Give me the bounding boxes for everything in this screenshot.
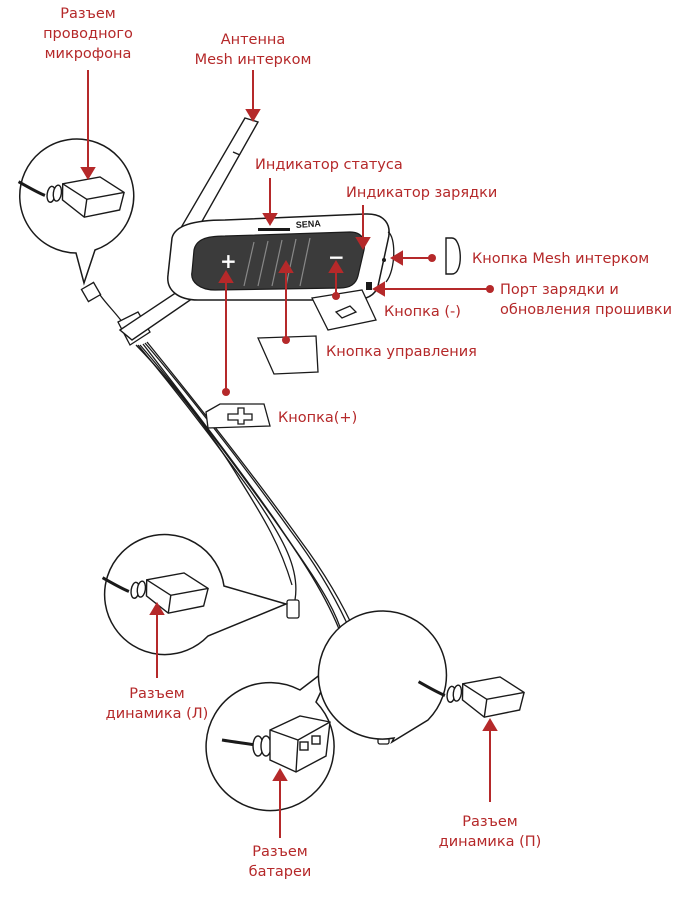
status-indicator-label: Индикатор статуса — [255, 155, 403, 175]
charging-port-label: Порт зарядки и обновления прошивки — [500, 280, 672, 320]
mesh-button-shape — [446, 238, 460, 274]
mic-cable-plug — [81, 282, 100, 301]
right-speaker-connector-label: Разъем динамика (П) — [410, 812, 570, 852]
battery-connector-label: Разъем батареи — [200, 842, 360, 882]
plus-button-label: Кнопка(+) — [278, 408, 357, 428]
plus-button-face — [206, 404, 270, 428]
right-speaker-connector-bubble — [318, 611, 525, 742]
minus-button-label: Кнопка (-) — [384, 302, 461, 322]
left-speaker-cable-plug — [287, 600, 299, 618]
charging-indicator-label: Индикатор зарядки — [346, 183, 497, 203]
mesh-antenna-label: Антенна Mesh интерком — [173, 30, 333, 70]
wired-mic-connector-label: Разъем проводного микрофона — [8, 4, 168, 64]
left-speaker-connector-label: Разъем динамика (Л) — [77, 684, 237, 724]
left-speaker-connector-bubble — [99, 535, 286, 655]
wired-mic-connector-bubble — [15, 139, 134, 283]
mesh-antenna — [182, 118, 258, 232]
device-brand-text: SENA — [295, 218, 321, 230]
communicator-device — [168, 214, 394, 300]
mesh-button-label: Кнопка Mesh интерком — [472, 249, 649, 269]
plus-symbol: + — [220, 249, 237, 273]
control-button-label: Кнопка управления — [326, 342, 477, 362]
